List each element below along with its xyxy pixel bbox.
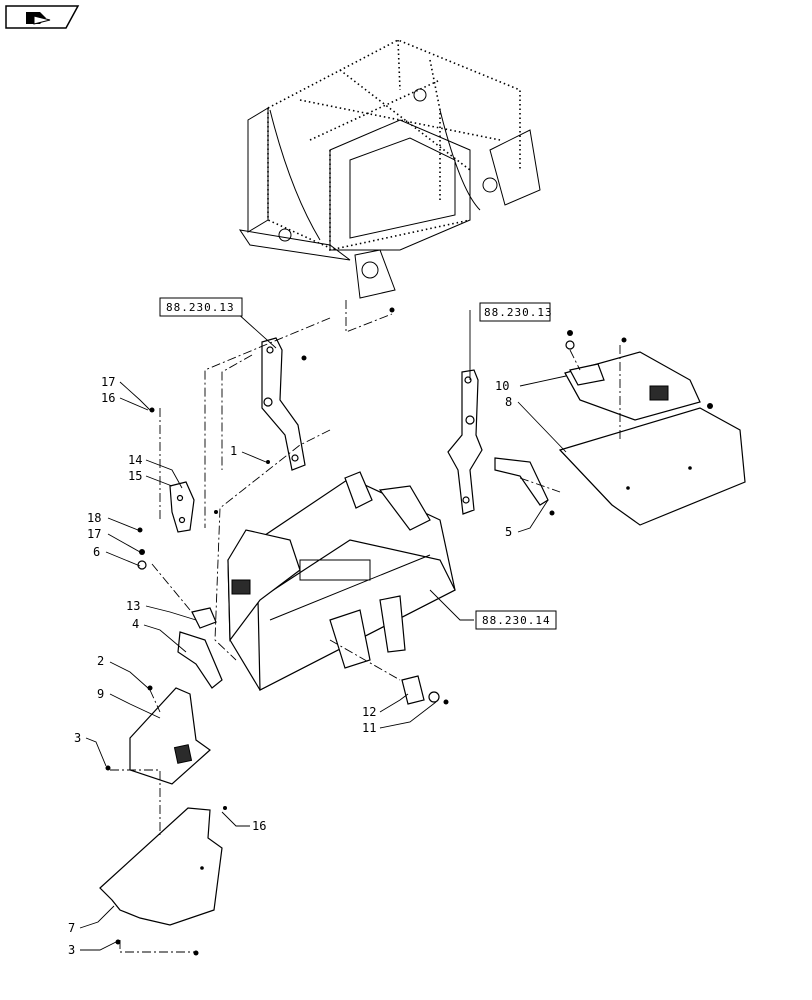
reference-box-right[interactable]: 88.230.13 xyxy=(479,302,553,322)
callout-15: 15 xyxy=(128,469,142,483)
callout-17a: 17 xyxy=(101,375,115,389)
callout-7: 7 xyxy=(68,921,75,935)
reference-box-left[interactable]: 88.230.13 xyxy=(159,297,243,317)
callout-3b: 3 xyxy=(68,943,75,957)
callout-14: 14 xyxy=(128,453,142,467)
main-platform-weldment xyxy=(227,471,456,691)
shield-part-4 xyxy=(177,631,223,689)
callout-10: 10 xyxy=(495,379,509,393)
callout-labels: 17 16 1 14 15 18 17 6 13 4 2 9 3 16 7 3 … xyxy=(68,375,512,957)
callout-13: 13 xyxy=(126,599,140,613)
right-support-arm xyxy=(447,369,483,515)
callout-6: 6 xyxy=(93,545,100,559)
callout-1: 1 xyxy=(230,444,237,458)
callout-3a: 3 xyxy=(74,731,81,745)
right-large-cover-part-8 xyxy=(558,407,746,526)
callout-11: 11 xyxy=(362,721,376,735)
assembly-lines xyxy=(110,300,621,953)
callout-8: 8 xyxy=(505,395,512,409)
callout-5: 5 xyxy=(505,525,512,539)
hardware-fasteners xyxy=(105,307,713,956)
large-cover-part-7 xyxy=(99,807,223,926)
shield-part-9 xyxy=(129,687,211,785)
page-turn-icon[interactable] xyxy=(5,5,80,29)
callout-16a: 16 xyxy=(101,391,115,405)
reference-box-bottom[interactable]: 88.230.14 xyxy=(475,610,557,630)
reference-text-bottom: 88.230.14 xyxy=(482,614,551,627)
left-support-arm xyxy=(261,337,307,471)
right-shield-part-10 xyxy=(564,351,701,421)
bracket-part-5 xyxy=(494,457,549,506)
leader-lines xyxy=(79,310,567,951)
callout-12: 12 xyxy=(362,705,376,719)
callout-17b: 17 xyxy=(87,527,101,541)
callout-16b: 16 xyxy=(252,819,266,833)
reference-text-left: 88.230.13 xyxy=(166,301,235,314)
callout-18: 18 xyxy=(87,511,101,525)
bracket-part-13 xyxy=(191,607,217,629)
small-bracket-14-15 xyxy=(169,481,195,533)
callout-9: 9 xyxy=(97,687,104,701)
reference-text-right: 88.230.13 xyxy=(484,306,553,319)
callout-4: 4 xyxy=(132,617,139,631)
baler-frame xyxy=(238,39,541,299)
callout-2: 2 xyxy=(97,654,104,668)
hinge-part-12 xyxy=(401,675,440,705)
